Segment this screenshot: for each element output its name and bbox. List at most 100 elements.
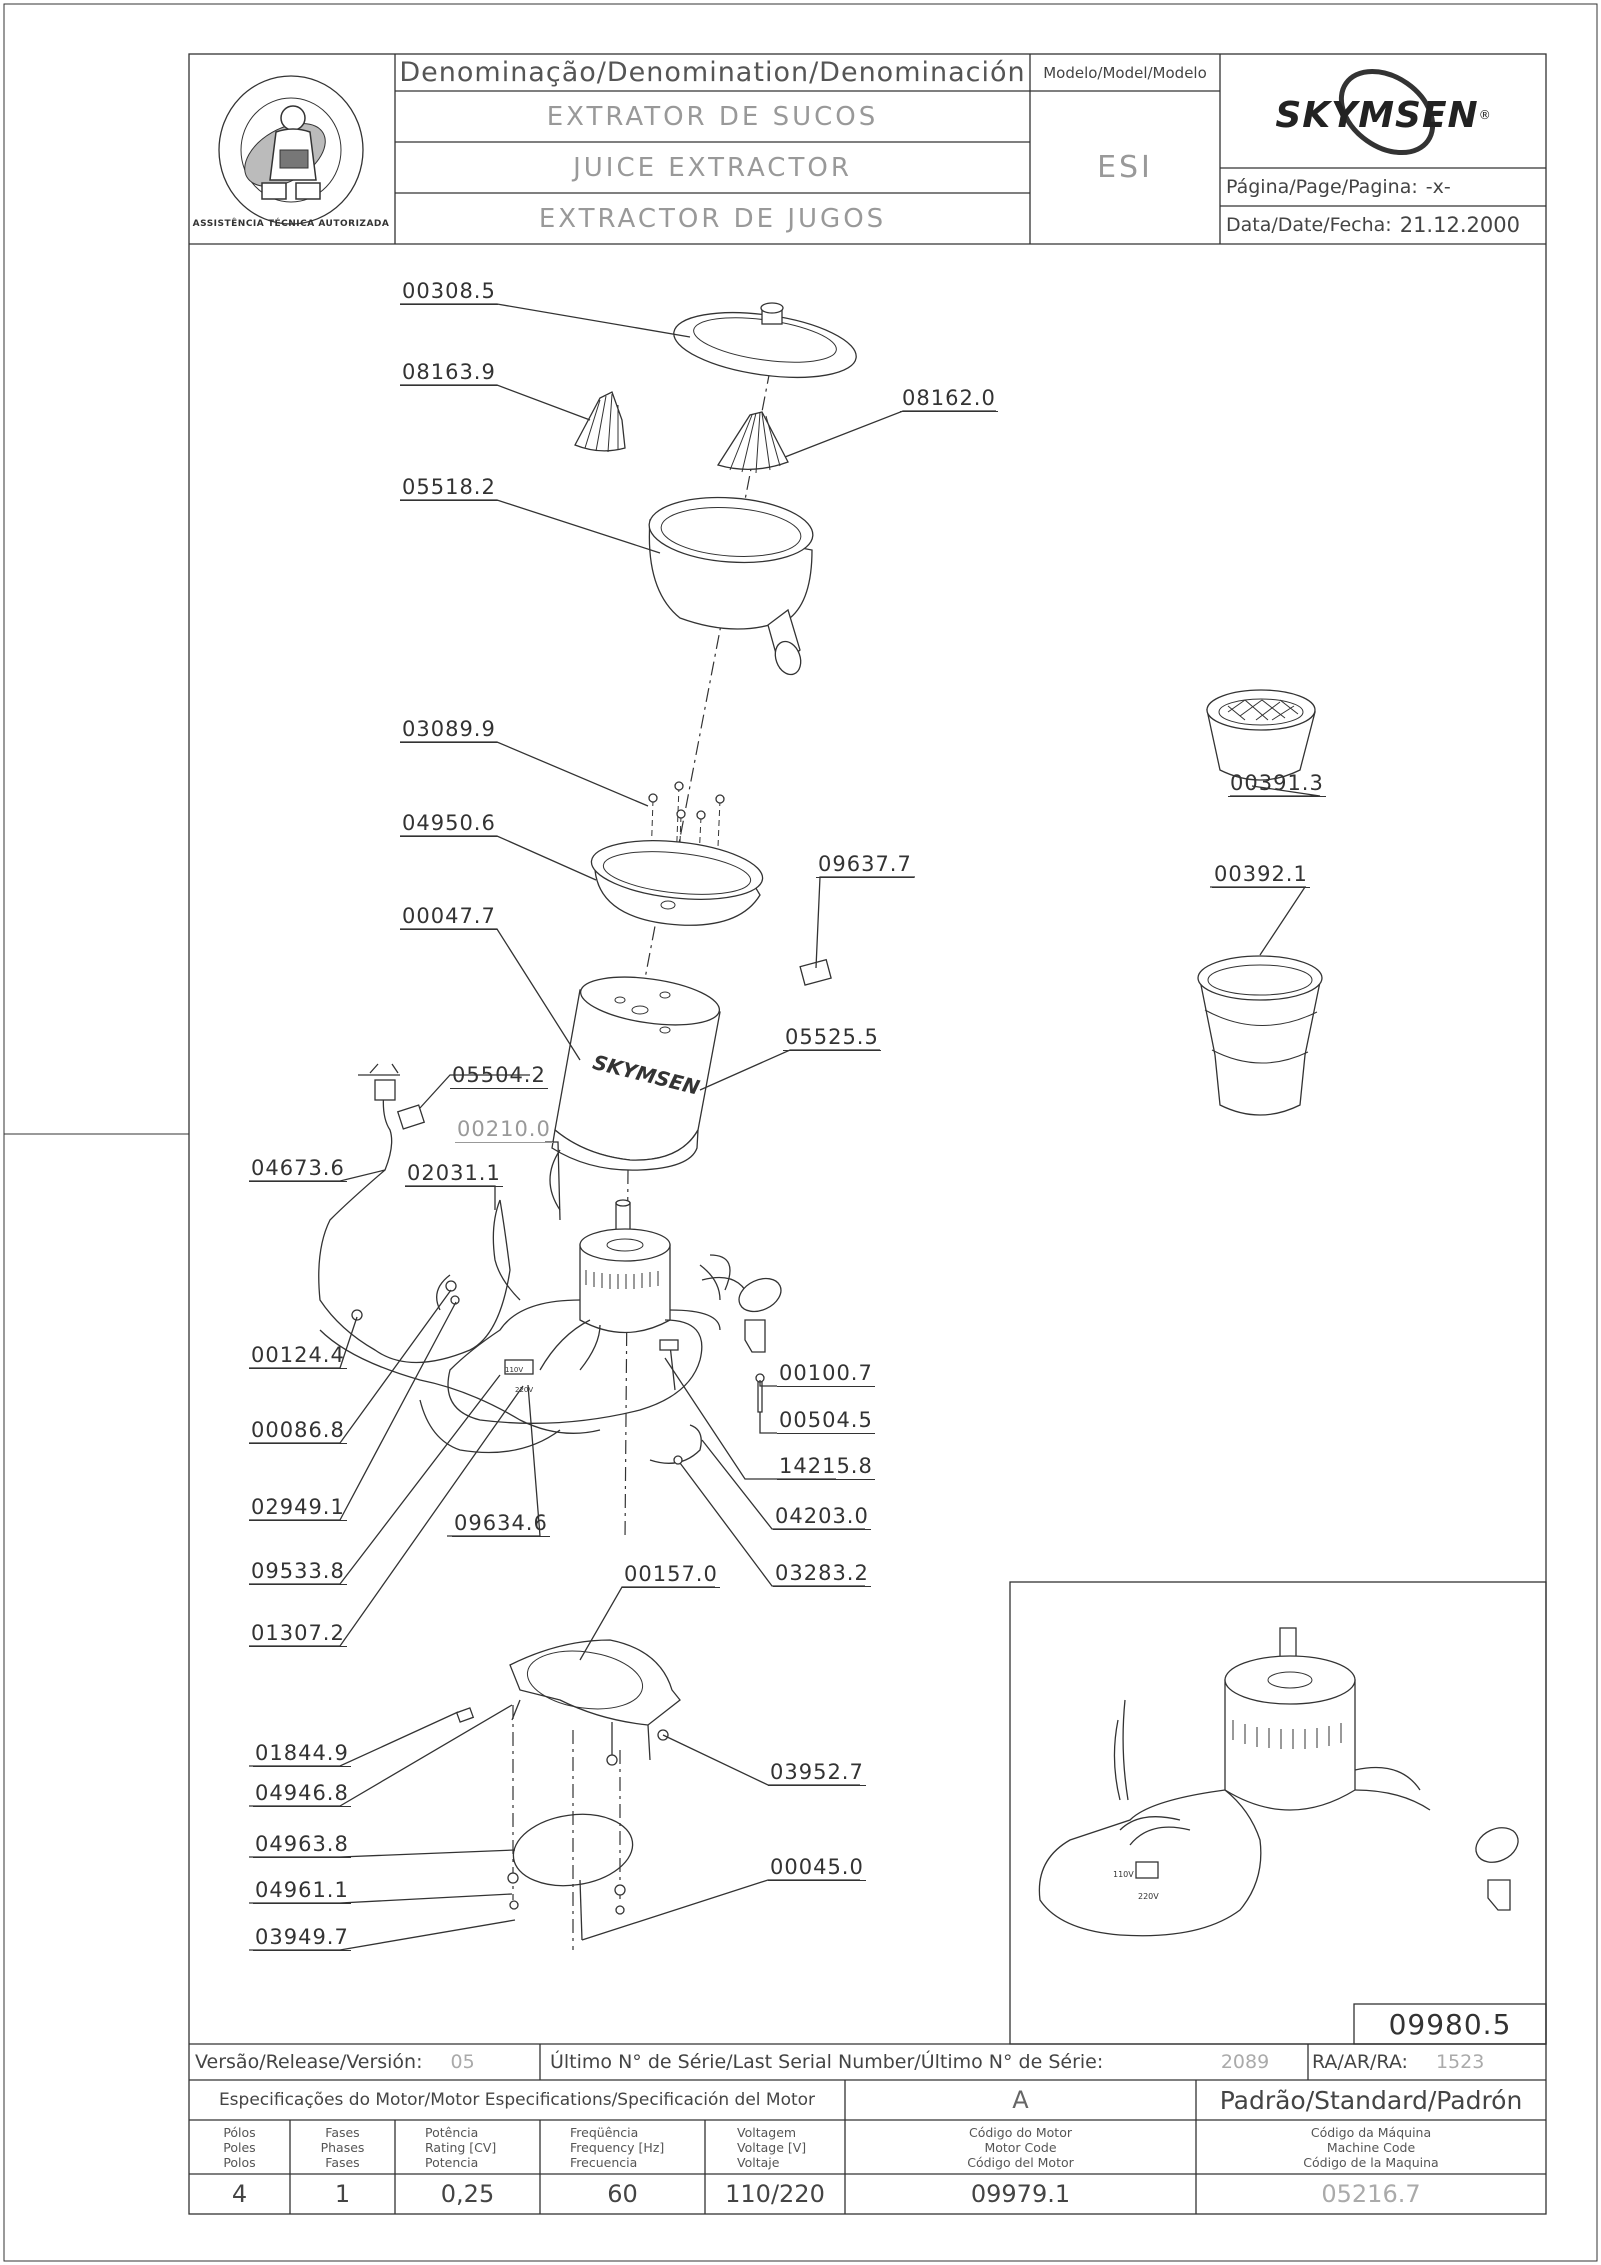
part-label-00391-3: 00391.3 xyxy=(1228,771,1326,797)
col-machine-code-pt: Código da Máquina xyxy=(1310,2124,1432,2140)
small-reamer-drawing xyxy=(574,391,626,452)
page-label: Página/Page/Pagina: xyxy=(1226,176,1418,198)
inset-label-220v: 220V xyxy=(1138,1892,1159,1901)
val-power: 0,25 xyxy=(440,2180,495,2208)
part-label-01307-2: 01307.2 xyxy=(249,1621,347,1647)
inset-motor-drawing xyxy=(1038,1627,1519,1937)
inset-label-110v: 110V xyxy=(1113,1870,1134,1879)
svg-text:110V: 110V xyxy=(505,1366,523,1374)
part-label-00124-4: 00124.4 xyxy=(249,1343,347,1369)
col-header-motor-code: Código do Motor Motor Code Código del Mo… xyxy=(845,2120,1196,2174)
denomination-label: Denominação/Denomination/Denominación xyxy=(399,57,1026,88)
col-freq-en: Frequency [Hz] xyxy=(570,2139,665,2155)
col-header-machine-code: Código da Máquina Machine Code Código de… xyxy=(1196,2120,1546,2174)
part-label-03949-7: 03949.7 xyxy=(253,1925,351,1951)
model-label: Modelo/Model/Modelo xyxy=(1043,63,1207,82)
bottom-plate-drawing xyxy=(507,1705,634,1950)
col-phases-pt: Fases xyxy=(325,2124,360,2140)
brand-wordmark: SKYMSEN xyxy=(1275,94,1479,136)
part-label-00045-0: 00045.0 xyxy=(768,1855,866,1881)
col-motor-code-pt: Código do Motor xyxy=(968,2124,1072,2140)
product-name-es: EXTRACTOR DE JUGOS xyxy=(538,203,887,234)
col-header-frequency: Freqüência Frequency [Hz] Frecuencia xyxy=(540,2120,705,2174)
cord-sticker-drawing xyxy=(396,1104,426,1130)
version-value: 05 xyxy=(450,2051,475,2073)
col-machine-code-en: Machine Code xyxy=(1326,2139,1416,2155)
lid-part-drawing xyxy=(673,302,857,378)
col-motor-code-es: Código del Motor xyxy=(967,2154,1074,2170)
col-voltage-es: Voltaje xyxy=(737,2154,780,2170)
val-poles: 4 xyxy=(231,2180,248,2208)
part-label-09533-8: 09533.8 xyxy=(249,1559,347,1585)
col-poles-es: Polos xyxy=(223,2154,256,2170)
col-power-en: Rating [CV] xyxy=(425,2139,497,2155)
ra-label: RA/AR/RA: xyxy=(1312,2051,1408,2073)
housing-body-drawing: SKYMSEN xyxy=(551,976,721,1171)
part-label-08162-0: 08162.0 xyxy=(900,386,998,412)
col-voltage-pt: Voltagem xyxy=(737,2124,797,2140)
part-label-00392-1: 00392.1 xyxy=(1212,862,1310,888)
date-value: 21.12.2000 xyxy=(1399,213,1520,237)
brand-logo: SKYMSEN ® xyxy=(1220,80,1546,150)
version-row: Versão/Release/Versión: 05 xyxy=(195,2044,475,2080)
product-name-pt: EXTRATOR DE SUCOS xyxy=(546,101,879,132)
col-machine-code-es: Código de la Maquina xyxy=(1303,2154,1439,2170)
part-label-01844-9: 01844.9 xyxy=(253,1741,351,1767)
serial-value: 2089 xyxy=(1220,2051,1270,2073)
val-motor-code: 09979.1 xyxy=(970,2180,1071,2208)
date-label: Data/Date/Fecha: xyxy=(1226,214,1392,236)
page-border xyxy=(3,3,1598,2262)
val-frequency: 60 xyxy=(607,2180,638,2208)
part-label-09634-6: 09634.6 xyxy=(452,1511,550,1537)
part-label-05518-2: 05518.2 xyxy=(400,475,498,501)
seal-caption: ASSISTÊNCIA TÉCNICA AUTORIZADA xyxy=(192,219,390,229)
part-label-08163-9: 08163.9 xyxy=(400,360,498,386)
part-label-02949-1: 02949.1 xyxy=(249,1495,347,1521)
ra-value: 1523 xyxy=(1435,2051,1485,2073)
part-label-00086-8: 00086.8 xyxy=(249,1418,347,1444)
part-label-00047-7: 00047.7 xyxy=(400,904,498,930)
sieve-basket-drawing xyxy=(1206,689,1316,781)
motor-spec-label: Especificações do Motor/Motor Especifica… xyxy=(218,2090,816,2110)
part-label-00157-0: 00157.0 xyxy=(622,1562,720,1588)
part-label-04963-8: 04963.8 xyxy=(253,1832,351,1858)
inset-frame xyxy=(1009,1581,1547,2045)
part-label-00308-5: 00308.5 xyxy=(400,279,498,305)
col-header-power: Potência Rating [CV] Potencia xyxy=(395,2120,540,2174)
part-label-05504-2: 05504.2 xyxy=(450,1063,548,1089)
col-phases-en: Phases xyxy=(320,2139,365,2155)
part-label-00504-5: 00504.5 xyxy=(777,1408,875,1434)
part-label-05525-5: 05525.5 xyxy=(783,1025,881,1051)
date-row: Data/Date/Fecha: 21.12.2000 xyxy=(1226,206,1520,244)
sticker-drawing xyxy=(799,958,832,986)
pulp-cup-drawing xyxy=(1197,955,1323,1116)
col-power-pt: Potência xyxy=(425,2124,479,2140)
part-label-14215-8: 14215.8 xyxy=(777,1454,875,1480)
part-label-04946-8: 04946.8 xyxy=(253,1781,351,1807)
part-label-09637-7: 09637.7 xyxy=(816,852,914,878)
page-value: -x- xyxy=(1425,176,1451,198)
part-label-04673-6: 04673.6 xyxy=(249,1156,347,1182)
part-label-04950-6: 04950.6 xyxy=(400,811,498,837)
part-label-04203-0: 04203.0 xyxy=(773,1504,871,1530)
part-label-03952-7: 03952.7 xyxy=(768,1760,866,1786)
base-frame-drawing xyxy=(455,1639,681,1766)
col-header-phases: Fases Phases Fases xyxy=(290,2120,395,2174)
part-label-02031-1: 02031.1 xyxy=(405,1161,503,1187)
part-label-04961-1: 04961.1 xyxy=(253,1878,351,1904)
col-poles-pt: Pólos xyxy=(223,2124,256,2140)
product-name-en: JUICE EXTRACTOR xyxy=(573,152,852,183)
model-value: ESI xyxy=(1097,150,1153,185)
part-label-03283-2: 03283.2 xyxy=(773,1561,871,1587)
standard-label: Padrão/Standard/Padrón xyxy=(1219,2085,1523,2115)
page-row: Página/Page/Pagina: -x- xyxy=(1226,168,1451,206)
col-header-voltage: Voltagem Voltage [V] Voltaje xyxy=(705,2120,845,2174)
part-label-03089-9: 03089.9 xyxy=(400,717,498,743)
registered-mark: ® xyxy=(1478,108,1491,122)
col-freq-pt: Freqüência xyxy=(570,2124,639,2140)
base-ring-drawing xyxy=(590,840,764,926)
drawing-number: 09980.5 xyxy=(1388,2007,1512,2041)
col-power-es: Potencia xyxy=(425,2154,479,2170)
ra-row: RA/AR/RA: 1523 xyxy=(1312,2044,1484,2080)
